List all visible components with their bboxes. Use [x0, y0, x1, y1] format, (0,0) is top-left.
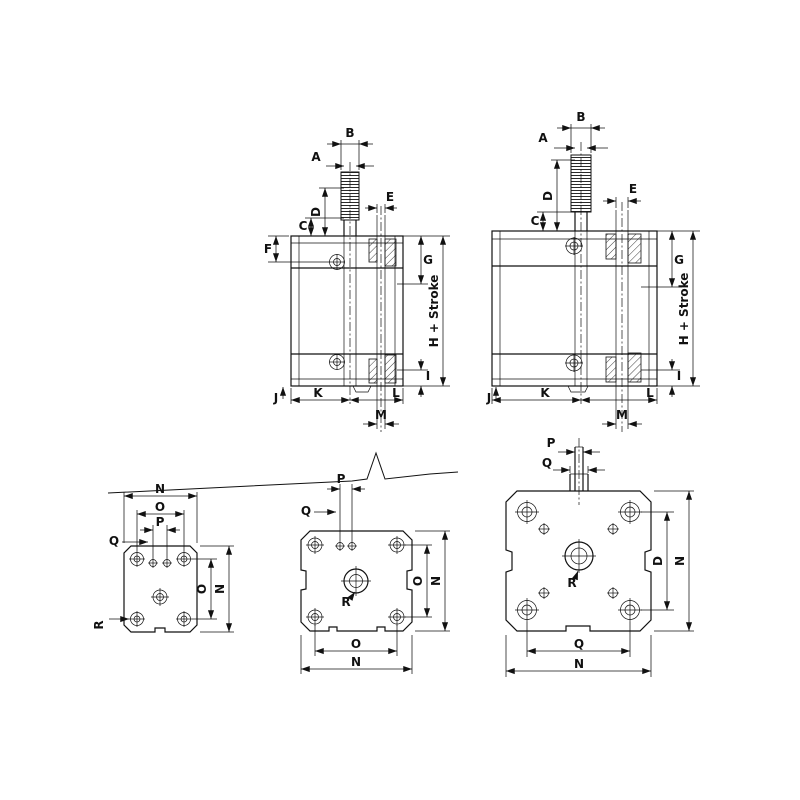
side-large-dim-G: G [674, 253, 684, 267]
side-small-dim-M: M [375, 408, 387, 422]
end-small-dim-Q: Q [109, 534, 119, 548]
section-cut-small [368, 206, 397, 432]
end-medium-dim-R: R [341, 595, 350, 609]
side-large-dim-E: E [629, 182, 637, 196]
side-large-dim-J: J [486, 391, 491, 405]
end-large-dim-N-right: N [673, 556, 687, 566]
end-large-dim-P: P [547, 436, 556, 450]
rod-stub-large [569, 438, 589, 505]
end-large-dim-R: R [567, 576, 576, 590]
dimensions-side-large: B A D C E G H + Stroke [486, 110, 700, 429]
side-large-dim-L: L [646, 386, 654, 400]
side-small-dim-A: A [311, 150, 321, 164]
dimensions-end-medium: P Q R O N O N [300, 472, 450, 674]
holes-end-medium [306, 536, 406, 626]
end-large-dim-Q-bottom: Q [574, 637, 584, 651]
end-medium-dim-O-bottom: O [351, 637, 361, 651]
break-line [107, 451, 459, 494]
side-small-dim-C: C [299, 219, 308, 233]
end-small-dim-N-right: N [213, 584, 227, 594]
mounting-holes-large [565, 237, 583, 372]
side-view-large: B A D C E G H + Stroke [486, 110, 700, 432]
side-small-dim-H-stroke: H + Stroke [427, 275, 441, 348]
piston-rod-large [570, 142, 592, 404]
side-view-small: B A D C E F G H + [264, 126, 450, 432]
side-small-dim-I: I [426, 369, 430, 383]
end-medium-dim-Q: Q [301, 504, 311, 518]
holes-end-small [129, 551, 192, 627]
dimensions-end-small: N O P Q R O N [92, 482, 234, 633]
end-medium-dim-N-bottom: N [351, 655, 361, 669]
side-large-dim-D: D [541, 191, 555, 201]
end-medium-dim-O-right: O [411, 576, 425, 586]
side-large-dim-K: K [540, 386, 550, 400]
side-large-dim-B: B [576, 110, 585, 124]
side-large-dim-A: A [538, 131, 548, 145]
side-large-dim-I: I [677, 369, 681, 383]
flange-outline-large [505, 490, 652, 632]
end-view-large: P Q R D N Q N [505, 436, 694, 677]
end-medium-dim-N-right: N [429, 576, 443, 586]
side-small-dim-G: G [423, 253, 433, 267]
side-small-dim-E: E [386, 190, 394, 204]
mounting-holes-small [329, 254, 345, 370]
end-view-medium: P Q R O N O N [300, 472, 450, 674]
end-small-dim-O-right: O [195, 584, 209, 594]
end-medium-dim-P: P [337, 472, 346, 486]
end-large-dim-D-right: D [651, 556, 665, 566]
end-view-small: N O P Q R O N [92, 482, 234, 633]
side-small-dim-L: L [392, 386, 400, 400]
end-large-dim-N-bottom: N [574, 657, 584, 671]
side-large-dim-M: M [616, 408, 628, 422]
dimensions-end-large: P Q R D N Q N [505, 436, 694, 677]
side-large-dim-C: C [531, 214, 540, 228]
side-large-dim-H-stroke: H + Stroke [677, 273, 691, 346]
end-large-dim-Q: Q [542, 456, 552, 470]
end-small-dim-R: R [92, 620, 106, 629]
side-small-dim-D: D [309, 207, 323, 217]
section-cut-large [605, 202, 642, 432]
holes-end-large [515, 500, 642, 622]
end-small-dim-N-top: N [155, 482, 165, 496]
side-small-dim-J: J [273, 391, 278, 405]
dimensions-side-small: B A D C E F G H + [264, 126, 450, 429]
end-small-dim-P: P [156, 515, 165, 529]
piston-rod-small [340, 162, 360, 404]
end-small-dim-O-top: O [155, 500, 165, 514]
side-small-dim-F: F [264, 242, 272, 256]
flange-outline-small [123, 545, 198, 633]
flange-outline-medium [300, 530, 413, 632]
side-small-dim-K: K [313, 386, 323, 400]
side-small-dim-B: B [345, 126, 354, 140]
